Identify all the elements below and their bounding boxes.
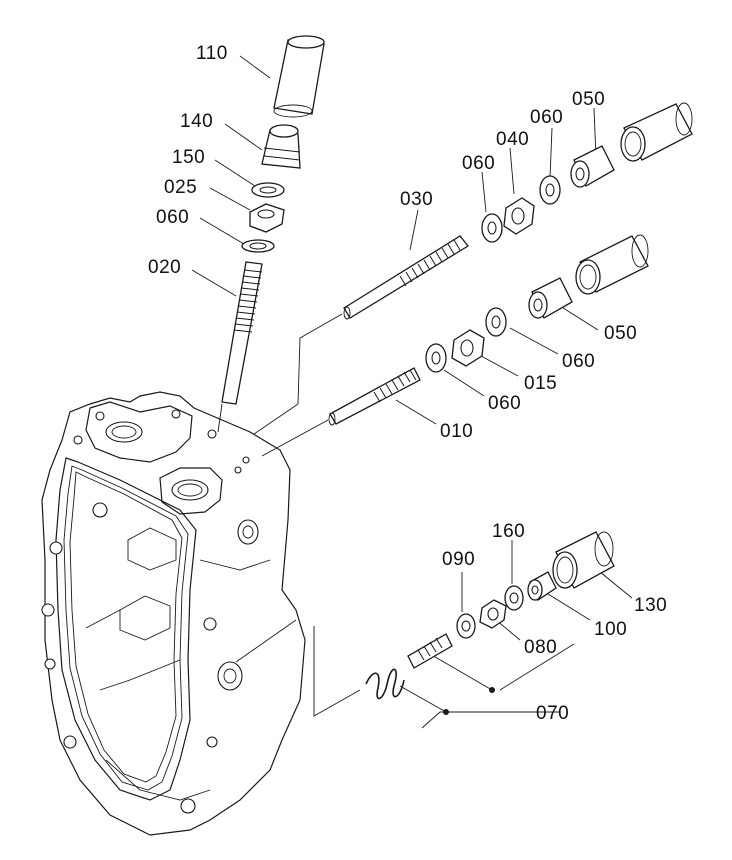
label-130: 130 [634,595,668,616]
label-060-b: 060 [462,153,496,174]
label-110: 110 [196,43,228,64]
part-025-nut [249,203,285,233]
label-060-d: 060 [562,351,596,372]
part-010-screw [328,367,421,426]
part-sleeve-upper [620,102,693,162]
part-100-plug [527,571,557,601]
part-080-nut [479,599,507,629]
part-030-screw [343,235,469,320]
part-140-plug [261,124,301,169]
label-060-a: 060 [156,207,190,228]
part-050-plug-a [570,145,615,188]
part-040-nut [503,197,535,235]
label-140: 140 [180,111,214,132]
label-060-c: 060 [530,107,564,128]
label-030: 030 [400,189,434,210]
part-060-washer-e [425,343,447,373]
part-060-washer-d [485,307,507,337]
label-020: 020 [148,257,182,278]
part-pin [407,633,453,669]
label-100: 100 [594,619,628,640]
label-040: 040 [496,129,530,150]
valve-housing [41,391,306,836]
label-025: 025 [164,177,198,198]
part-060-washer-b [481,213,503,243]
label-050-a: 050 [572,89,606,110]
part-015-nut [451,329,485,367]
part-090-washer [456,613,476,639]
part-spring [365,668,405,700]
label-050-b: 050 [604,323,638,344]
part-060-washer-c [539,175,561,205]
leader-lines [191,55,633,729]
label-090: 090 [442,549,476,570]
label-015: 015 [524,373,558,394]
label-150: 150 [172,147,206,168]
label-160: 160 [492,521,526,542]
label-070: 070 [536,703,570,724]
label-060-e: 060 [488,393,522,414]
part-160-washer [504,585,524,611]
part-130-sleeve [552,531,615,589]
label-010: 010 [440,421,474,442]
part-020-screw [221,261,263,405]
label-080: 080 [524,637,558,658]
part-sleeve-middle [575,234,649,295]
part-150-washer [251,182,285,198]
part-110-cap [273,35,325,118]
part-050-plug-b [528,277,573,319]
part-060-washer-a [241,239,275,253]
